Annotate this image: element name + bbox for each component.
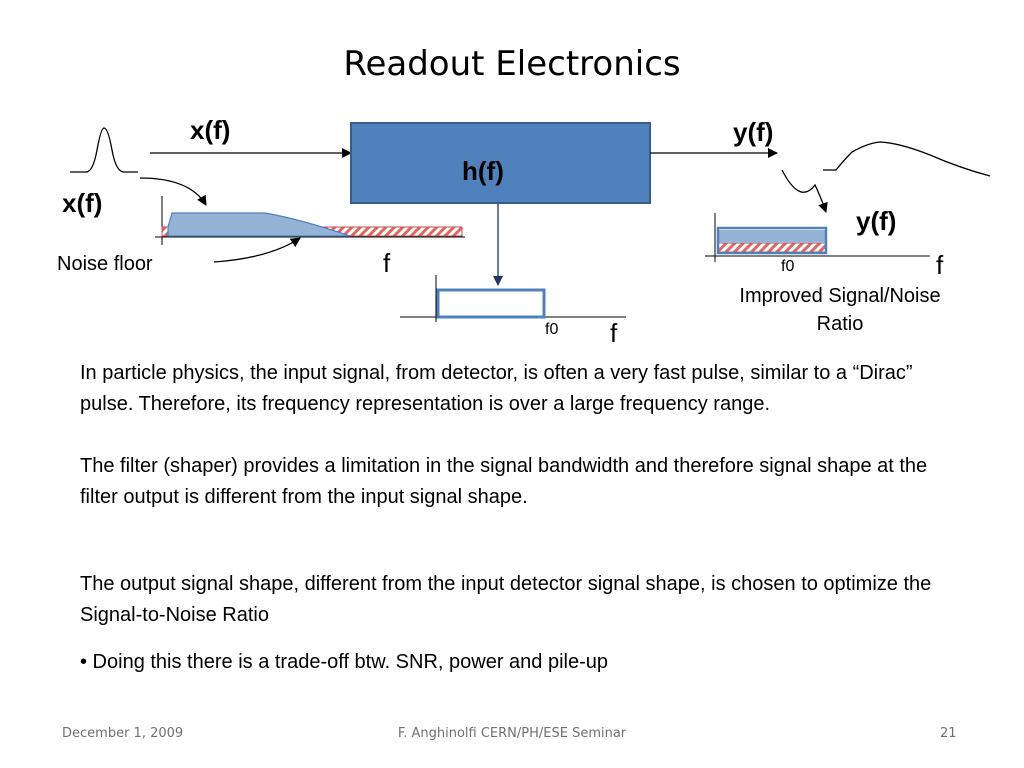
- output-axis-label: f: [936, 250, 944, 280]
- noise-floor-pointer: [213, 237, 301, 263]
- filter-label: h(f): [462, 156, 504, 186]
- output-spectrum-pointer: [781, 169, 828, 213]
- footer-center: F. Anghinolfi CERN/PH/ESE Seminar: [397, 726, 627, 741]
- input-spectrum-shape: [167, 212, 351, 237]
- body-paragraph-3: The output signal shape, different from …: [80, 573, 932, 626]
- snr-label-line1: Improved Signal/Noise: [739, 285, 941, 307]
- body-paragraph-1: In particle physics, the input signal, f…: [80, 362, 913, 415]
- output-pulse-waveform: [823, 141, 991, 177]
- filter-axis-label: f: [610, 318, 618, 348]
- filter-passband: [436, 288, 546, 319]
- noise-floor-label: Noise floor: [57, 253, 153, 275]
- input-spectrum-label: x(f): [62, 188, 103, 218]
- output-noise-band: [717, 242, 827, 253]
- footer-page-number: 21: [940, 726, 957, 741]
- footer-date: December 1, 2009: [62, 726, 184, 741]
- body-bullet-1: • Doing this there is a trade-off btw. S…: [80, 651, 609, 673]
- snr-label-line2: Ratio: [816, 313, 864, 335]
- output-spectrum-shape: [718, 230, 826, 243]
- body-paragraph-2: The filter (shaper) provides a limitatio…: [80, 455, 928, 508]
- output-label: y(f): [733, 117, 774, 147]
- filter-cutoff-label: f0: [545, 321, 559, 338]
- output-spectrum-label: y(f): [856, 206, 897, 236]
- slide-title: Readout Electronics: [343, 44, 681, 84]
- output-cutoff-label: f0: [781, 258, 795, 275]
- snr-label: Improved Signal/Noise Ratio: [700, 282, 980, 338]
- input-pulse-waveform: [70, 127, 138, 173]
- output-passband-outline: [716, 226, 828, 255]
- input-spectrum-pointer: [139, 177, 207, 206]
- input-label: x(f): [190, 115, 231, 145]
- input-axis-label: f: [383, 248, 391, 278]
- filter-block: [350, 122, 651, 204]
